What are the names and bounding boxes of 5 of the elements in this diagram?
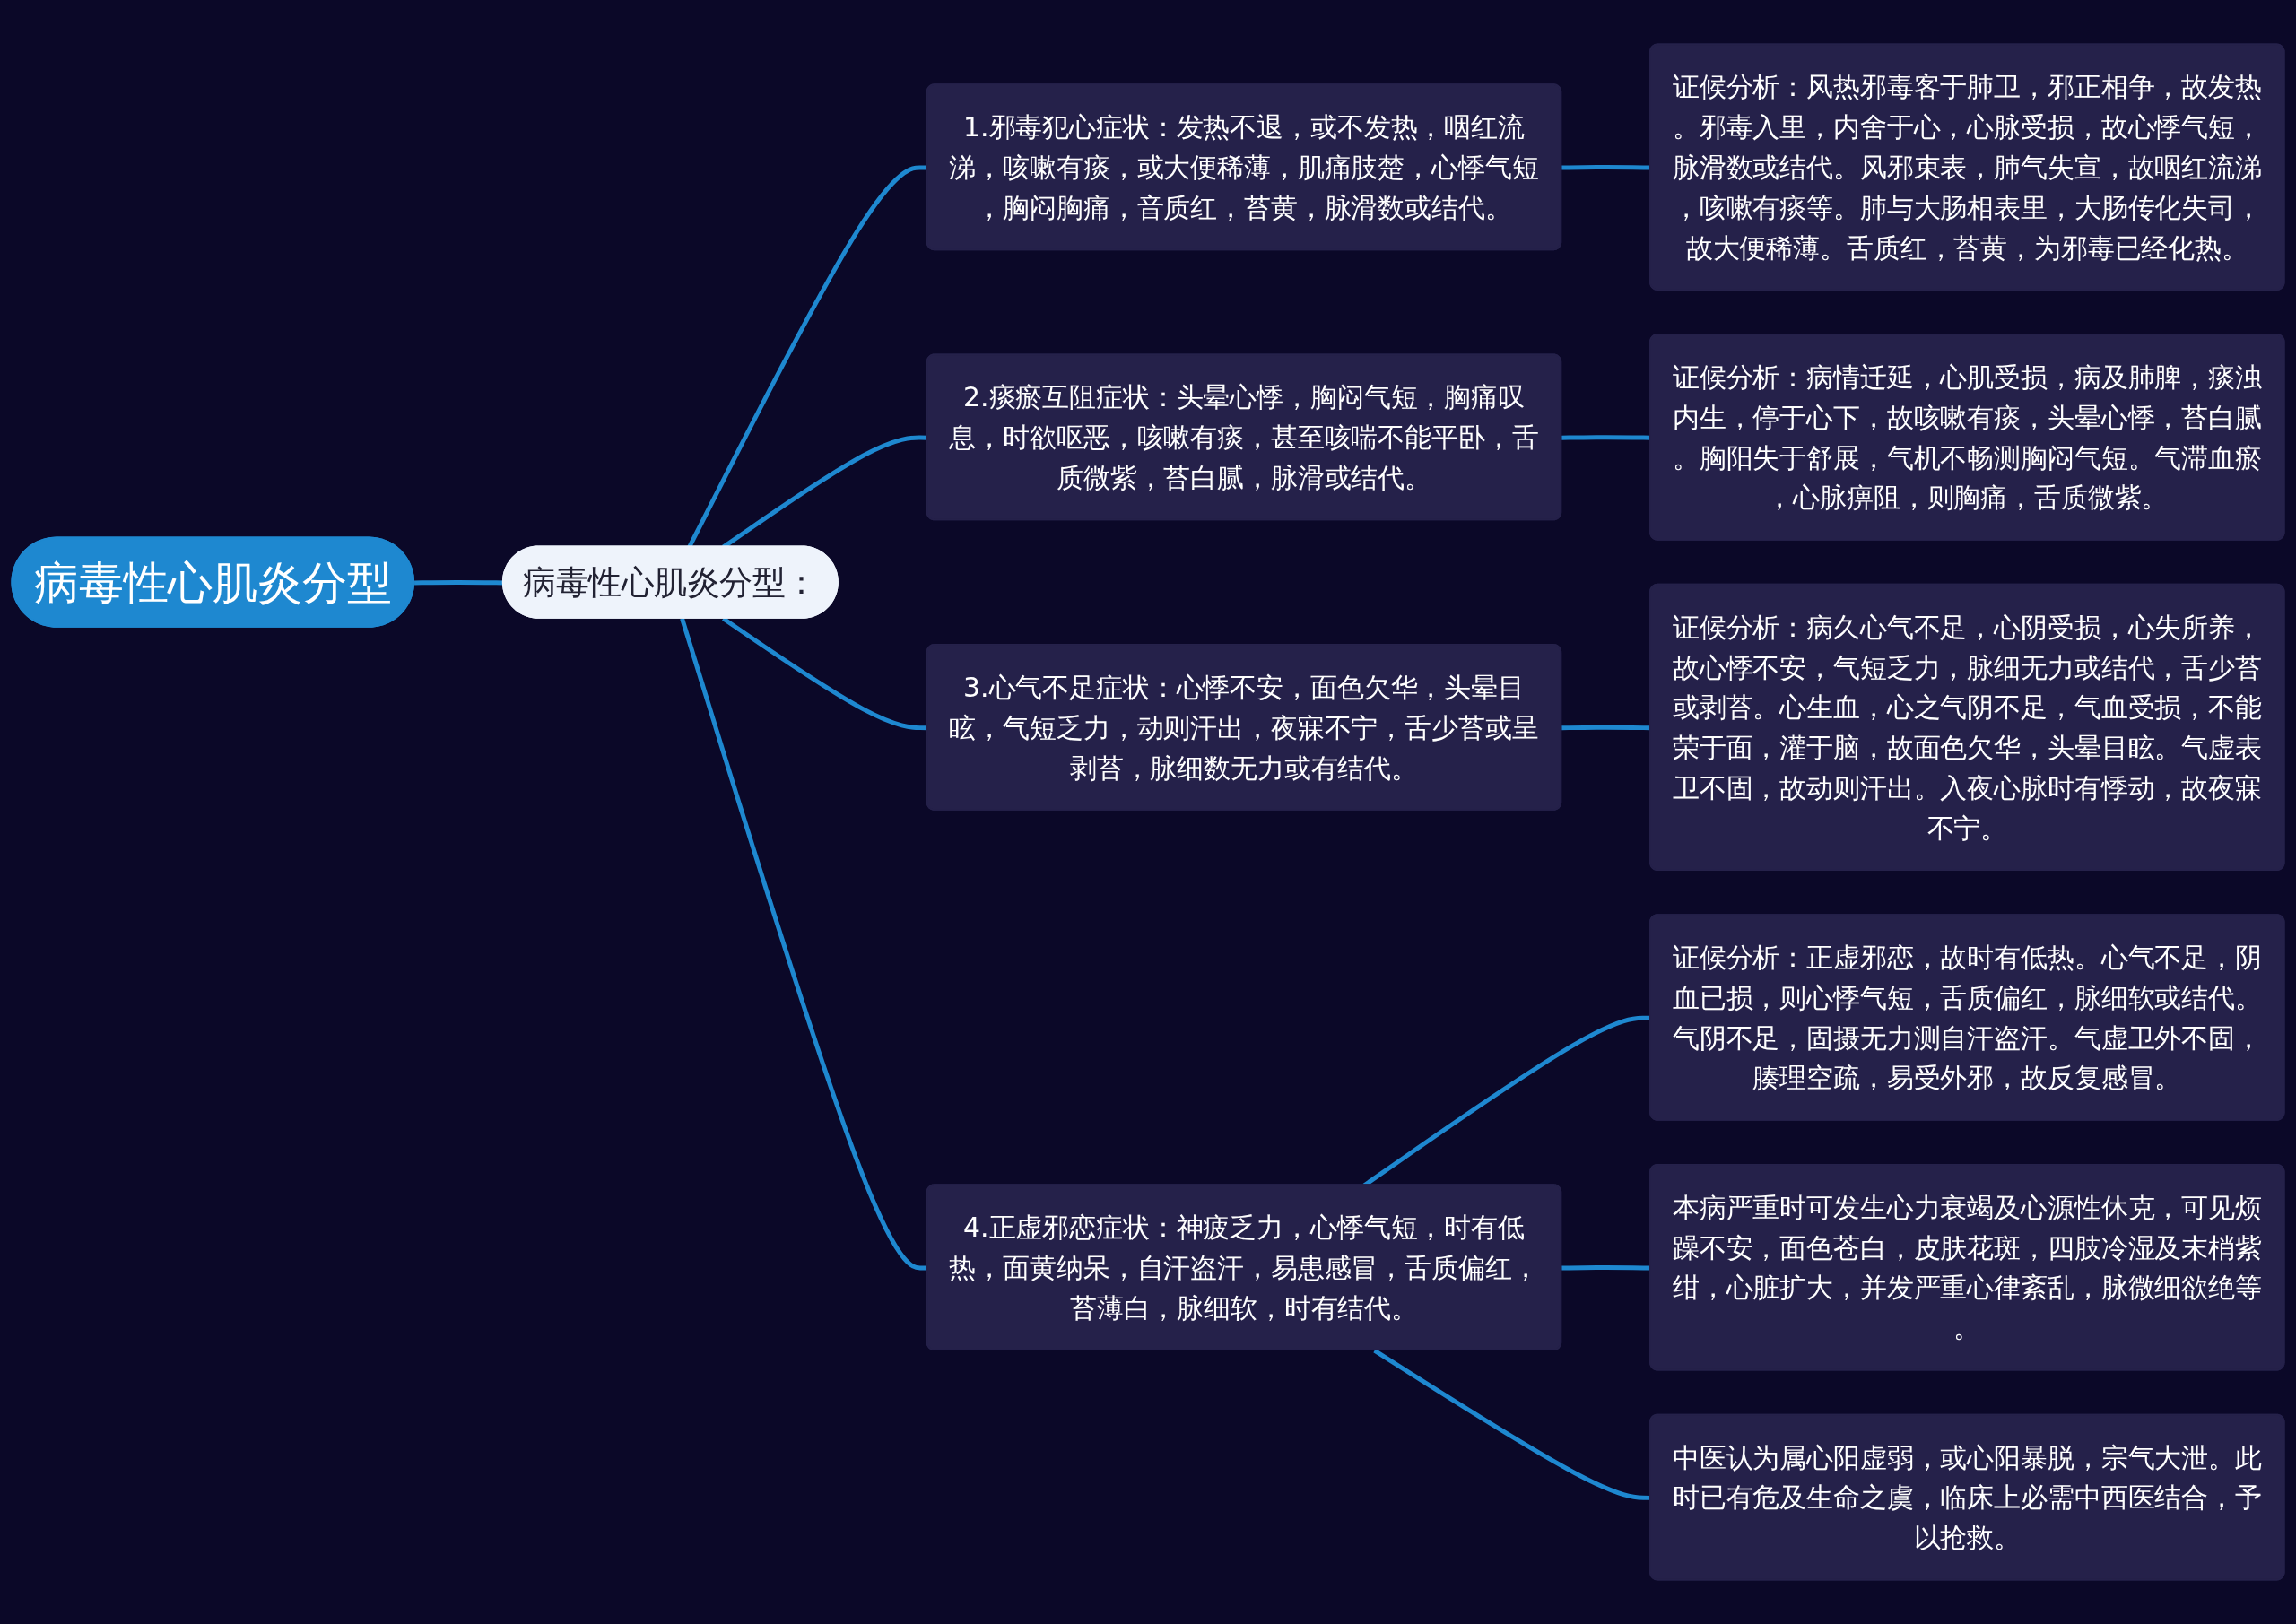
connector xyxy=(1561,165,1651,170)
connector xyxy=(414,579,504,586)
connector xyxy=(1561,1265,1651,1271)
connector xyxy=(1561,725,1651,731)
connector xyxy=(1561,435,1651,440)
